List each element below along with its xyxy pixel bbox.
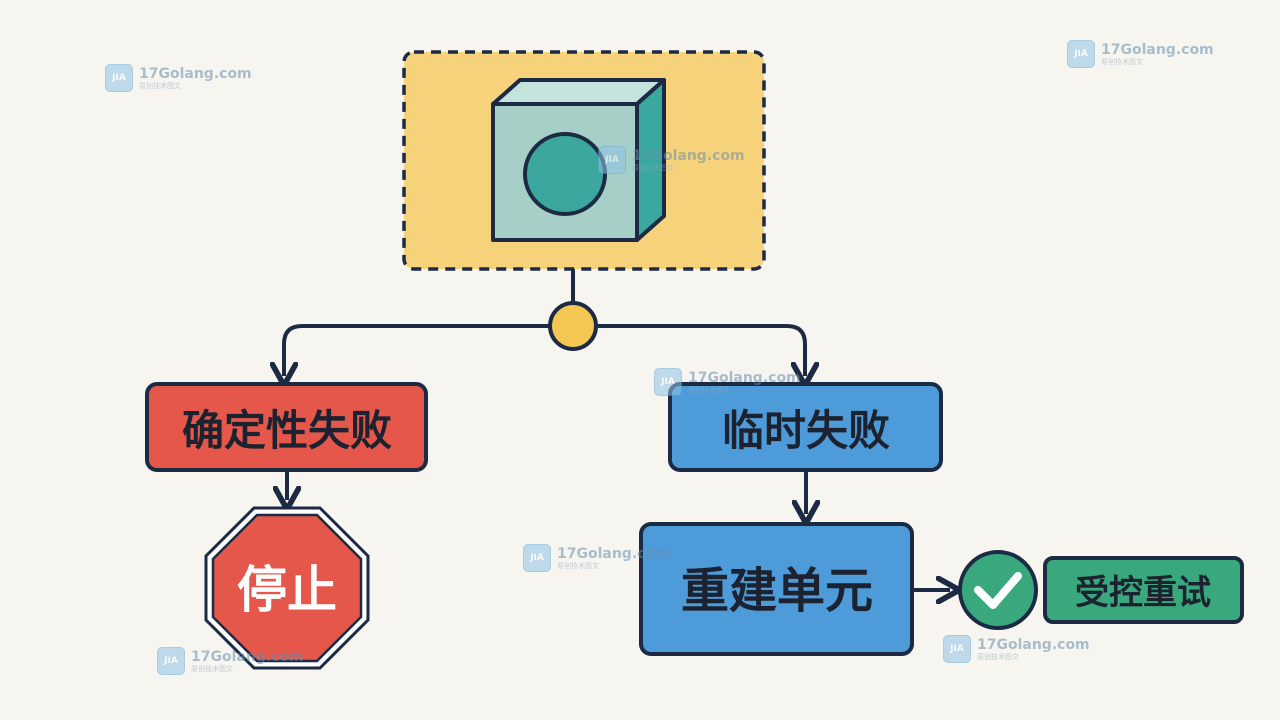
- watermark-domain: 17Golang.com: [688, 369, 801, 386]
- controlled-retry-label: 受控重试: [1075, 573, 1211, 613]
- stop-sign-icon: [204, 506, 370, 670]
- rebuild-unit-label: 重建单元: [681, 563, 873, 619]
- watermark-domain: 17Golang.com: [191, 648, 304, 665]
- watermark-domain: 17Golang.com: [1101, 41, 1214, 58]
- watermark-domain: 17Golang.com: [977, 636, 1090, 653]
- watermark: JIA 17Golang.com 原创技术图文: [1067, 40, 1214, 68]
- watermark-logo-icon: JIA: [157, 647, 185, 675]
- deterministic-failure-label: 确定性失败: [182, 406, 392, 455]
- transient-failure-label: 临时失败: [722, 406, 890, 455]
- watermark-logo-icon: JIA: [598, 146, 626, 174]
- cube-unit-icon: [491, 78, 666, 242]
- watermark: JIA 17Golang.com 原创技术图文: [157, 647, 304, 675]
- watermark-subtitle: 原创技术图文: [1101, 57, 1143, 66]
- watermark-logo-icon: JIA: [105, 64, 133, 92]
- watermark-subtitle: 原创技术图文: [977, 652, 1019, 661]
- watermark-subtitle: 原创技术图文: [139, 81, 181, 90]
- watermark-subtitle: 原创技术图文: [632, 163, 674, 172]
- watermark-domain: 17Golang.com: [557, 545, 670, 562]
- stop-label: 停止: [237, 561, 337, 619]
- junction-dot: [548, 301, 598, 351]
- watermark-domain: 17Golang.com: [139, 65, 252, 82]
- connector-right-branch: [596, 324, 805, 376]
- watermark: JIA 17Golang.com 原创技术图文: [654, 368, 801, 396]
- watermark-logo-icon: JIA: [654, 368, 682, 396]
- checkmark-icon: [958, 550, 1038, 630]
- watermark-subtitle: 原创技术图文: [557, 561, 599, 570]
- controlled-retry-box: [1043, 556, 1244, 624]
- watermark: JIA 17Golang.com 原创技术图文: [598, 146, 745, 174]
- watermark-subtitle: 原创技术图文: [688, 385, 730, 394]
- watermark-logo-icon: JIA: [523, 544, 551, 572]
- watermark-domain: 17Golang.com: [632, 147, 745, 164]
- watermark-logo-icon: JIA: [1067, 40, 1095, 68]
- watermark-logo-icon: JIA: [943, 635, 971, 663]
- connector-left-branch: [284, 324, 550, 376]
- watermark: JIA 17Golang.com 原创技术图文: [523, 544, 670, 572]
- watermark: JIA 17Golang.com 原创技术图文: [105, 64, 252, 92]
- watermark-subtitle: 原创技术图文: [191, 664, 233, 673]
- watermark: JIA 17Golang.com 原创技术图文: [943, 635, 1090, 663]
